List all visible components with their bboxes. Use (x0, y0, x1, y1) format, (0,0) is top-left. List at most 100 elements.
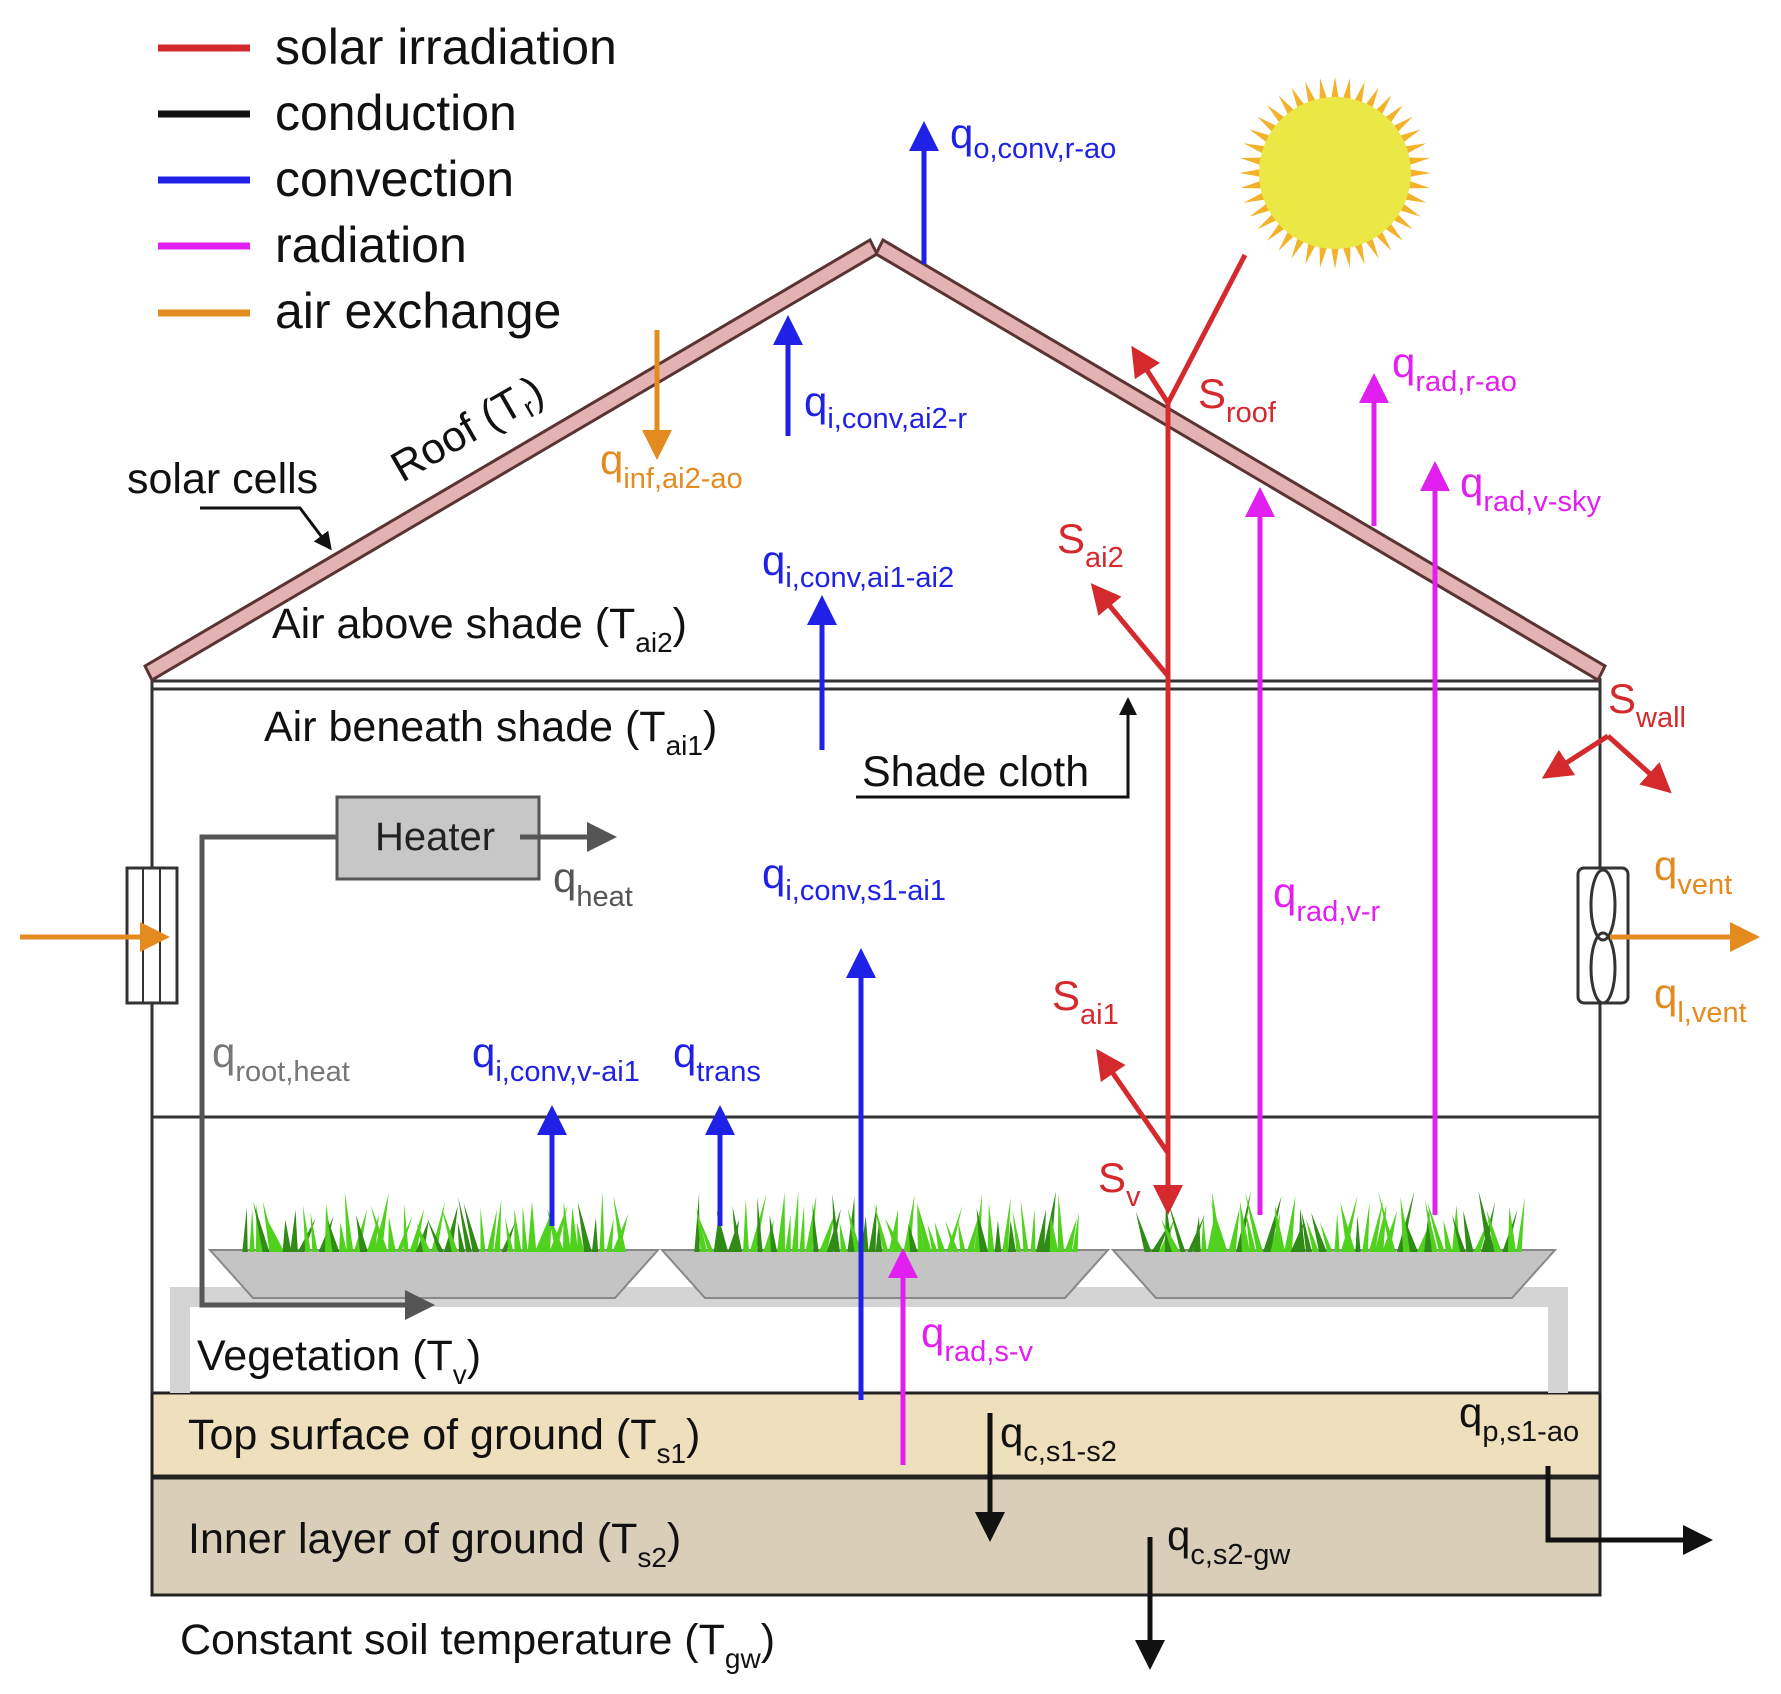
solar-incoming-beam (1165, 253, 1248, 405)
grass-blade (839, 1222, 848, 1252)
grass-blade (577, 1222, 585, 1252)
grass-blade (945, 1221, 959, 1252)
grass-blade (486, 1208, 498, 1252)
sun-ray (1353, 81, 1365, 106)
grass-blade (1427, 1201, 1445, 1252)
sun-ray (1342, 243, 1351, 268)
legend-label-conduction: conduction (275, 85, 517, 141)
sun-ray (1243, 191, 1268, 203)
grass-blade (1340, 1202, 1356, 1252)
flux-label-q-i-conv-ai2-r: qi,conv,ai2-r (804, 378, 967, 435)
flux-label-s-ai1: Sai1 (1052, 972, 1119, 1031)
grass-blade (934, 1222, 946, 1252)
grass-blade (388, 1216, 396, 1252)
grass-blade (1239, 1201, 1251, 1252)
grass-blade (1306, 1218, 1320, 1252)
solar-wall-left-arrow (1541, 733, 1610, 779)
grass-blade (457, 1221, 465, 1252)
grass-blade (431, 1201, 446, 1252)
flux-label-q-trans: qtrans (673, 1029, 761, 1088)
grass-blade (847, 1208, 862, 1252)
legend-label-convection: convection (275, 151, 514, 207)
grass-blade (249, 1208, 255, 1252)
grass-blade (527, 1201, 537, 1252)
grass-blade (374, 1192, 389, 1252)
solar-wall-right-arrow (1606, 734, 1672, 794)
grass-blade (1405, 1220, 1419, 1252)
grass-blade (885, 1218, 905, 1252)
grass-blade (591, 1217, 599, 1252)
grass-blade (908, 1223, 918, 1252)
grass-blade (1451, 1214, 1466, 1252)
sun-ray (1402, 191, 1427, 203)
grass-blade (1362, 1202, 1370, 1252)
grass-blade (1298, 1208, 1306, 1252)
grass-blade (416, 1223, 431, 1252)
grass-blade (1368, 1199, 1384, 1252)
grass-blade (791, 1191, 799, 1252)
grass-blade (1378, 1190, 1396, 1252)
grass-blade (514, 1209, 522, 1252)
grass-blade (242, 1207, 248, 1252)
bench-leg-left (170, 1287, 190, 1393)
grass-blade (1284, 1195, 1296, 1252)
grass-blade (1002, 1197, 1011, 1252)
bench-leg-right (1548, 1287, 1568, 1393)
grass-blade (427, 1218, 444, 1252)
grass-blade (832, 1193, 840, 1252)
flux-label-s-wall: Swall (1608, 675, 1686, 734)
grass-blade (812, 1203, 819, 1252)
grass-blade (785, 1214, 791, 1252)
grass-blade (1030, 1208, 1036, 1252)
flux-label-s-v: Sv (1098, 1154, 1141, 1213)
fan-blade-icon (1589, 931, 1617, 1005)
flux-label-q-i-conv-ai1-ai2: qi,conv,ai1-ai2 (762, 537, 954, 594)
grass-blade (1319, 1221, 1333, 1252)
grass-blade (1463, 1210, 1474, 1252)
grass-blade (732, 1205, 743, 1252)
grass-blade (769, 1214, 778, 1252)
fan-blade-icon (1589, 868, 1617, 942)
solar-cells-pointer (200, 506, 332, 551)
plant-tray-3 (1110, 1249, 1558, 1299)
grass-blade (493, 1199, 502, 1252)
plant-tray-1 (207, 1249, 661, 1299)
heater-pipe (199, 834, 435, 1320)
sun-ray (1239, 168, 1264, 178)
grass-blade (253, 1201, 270, 1252)
flux-label-q-i-conv-v-ai1: qi,conv,v-ai1 (472, 1029, 640, 1088)
grass-blade (266, 1218, 285, 1252)
grass-blade (1245, 1191, 1264, 1252)
grass-blade (1334, 1212, 1340, 1252)
plant-tray-2 (659, 1249, 1111, 1299)
grass-blade (757, 1196, 763, 1252)
grass-blade (994, 1220, 1002, 1252)
grass-blade (805, 1195, 817, 1252)
sun-icon (1239, 77, 1431, 269)
inner-layer-label: Inner layer of ground (Ts2) (188, 1515, 681, 1573)
grass-blade (1274, 1204, 1286, 1252)
sun-ray (1342, 78, 1351, 103)
flux-label-q-rad-v-sky: qrad,v-sky (1460, 459, 1601, 518)
grass-blade (1416, 1219, 1432, 1252)
flux-label-q-rad-r-ao: qrad,r-ao (1392, 339, 1517, 398)
grass-blade (1020, 1199, 1029, 1252)
flux-label-q-vent: qvent (1654, 842, 1732, 901)
grass-blade (1049, 1213, 1059, 1252)
vegetation-label: Vegetation (Tv) (197, 1332, 481, 1390)
flux-label-q-c-s1-s2: qc,s1-s2 (1000, 1409, 1117, 1468)
grass-blade (577, 1201, 592, 1252)
grass-blade (1012, 1210, 1022, 1252)
grass-blade (1035, 1209, 1047, 1252)
grass-blade (1481, 1201, 1496, 1252)
grass-blade (927, 1223, 938, 1252)
grass-blade (1135, 1211, 1152, 1252)
grass-blade (875, 1223, 883, 1252)
grass-blade (1064, 1218, 1077, 1252)
sun-ray (1402, 143, 1427, 155)
grass-blade (957, 1220, 966, 1252)
grass-blade (1473, 1216, 1491, 1252)
grass-blade (1151, 1223, 1170, 1252)
flux-label-s-roof: Sroof (1198, 370, 1277, 429)
grass-blade (501, 1221, 516, 1252)
